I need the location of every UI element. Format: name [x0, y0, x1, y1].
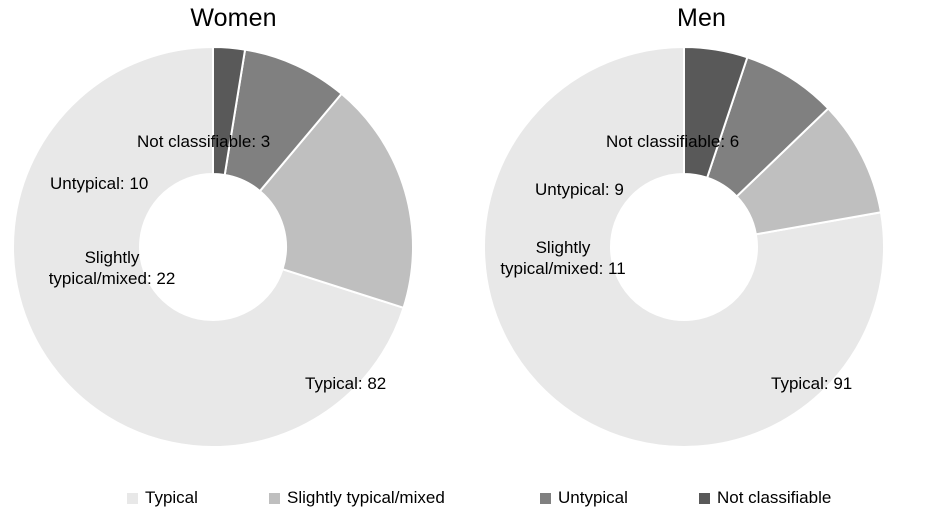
legend-label-slightly-typical-mixed: Slightly typical/mixed — [287, 488, 445, 507]
legend-label-not-classifiable: Not classifiable — [717, 488, 832, 507]
slice-label-typical-men: Typical: 91 — [771, 374, 853, 393]
slice-label-not-classifiable-men: Not classifiable: 6 — [606, 132, 740, 151]
chart-panel-women: Women Typical: 82 Slightly typical/mixed… — [0, 0, 467, 480]
donut-slice[interactable] — [683, 47, 749, 180]
legend-swatch-icon-typical — [127, 492, 138, 504]
slice-label-line1: Slightly — [535, 238, 591, 257]
donut-slice[interactable] — [735, 107, 883, 236]
slice-label-line1: Slightly — [84, 248, 140, 267]
donut-slice[interactable] — [223, 48, 343, 193]
slice-label-slightly-typical-mixed-men: Slightly typical/mixed: 11 — [488, 237, 638, 279]
donut-women-slices — [13, 47, 413, 447]
donut-slice[interactable] — [484, 47, 884, 447]
donut-women-svg — [13, 47, 413, 447]
donut-men-svg — [484, 47, 884, 447]
legend-item-typical[interactable]: Typical — [127, 486, 198, 510]
legend-swatch-icon-not-classifiable — [699, 492, 710, 504]
donut-men: Typical: 91 Slightly typical/mixed: 11 U… — [484, 47, 884, 447]
slice-label-not-classifiable-women: Not classifiable: 3 — [137, 132, 271, 151]
chart-title-men: Men — [677, 4, 726, 32]
legend-swatch-icon-untypical — [540, 492, 551, 504]
slice-label-line2: typical/mixed: 11 — [500, 259, 626, 278]
donut-women: Typical: 82 Slightly typical/mixed: 22 U… — [13, 47, 413, 447]
legend-item-not-classifiable[interactable]: Not classifiable — [699, 486, 831, 510]
chart-title-women: Women — [190, 4, 277, 32]
legend-swatch-icon-slightly-typical-mixed — [269, 492, 280, 504]
chart-panel-men: Men Typical: 91 Slightly typical/mixed: … — [468, 0, 935, 480]
slice-label-line2: typical/mixed: 22 — [48, 269, 176, 288]
slice-label-typical-women: Typical: 82 — [305, 374, 387, 393]
donut-slice[interactable] — [212, 47, 247, 177]
donut-men-slices — [484, 47, 884, 447]
slice-label-untypical-women: Untypical: 10 — [50, 174, 149, 193]
donut-slice[interactable] — [13, 47, 405, 447]
donut-slice[interactable] — [258, 92, 413, 310]
slice-label-untypical-men: Untypical: 9 — [535, 180, 624, 199]
chart-legend: Typical Slightly typical/mixed Untypical… — [0, 486, 935, 519]
legend-item-untypical[interactable]: Untypical — [540, 486, 628, 510]
slice-label-slightly-typical-mixed-women: Slightly typical/mixed: 22 — [37, 247, 187, 289]
donut-slice[interactable] — [705, 56, 830, 198]
legend-item-slightly-typical-mixed[interactable]: Slightly typical/mixed — [269, 486, 445, 510]
legend-label-untypical: Untypical — [558, 488, 628, 507]
legend-label-typical: Typical — [145, 488, 198, 507]
